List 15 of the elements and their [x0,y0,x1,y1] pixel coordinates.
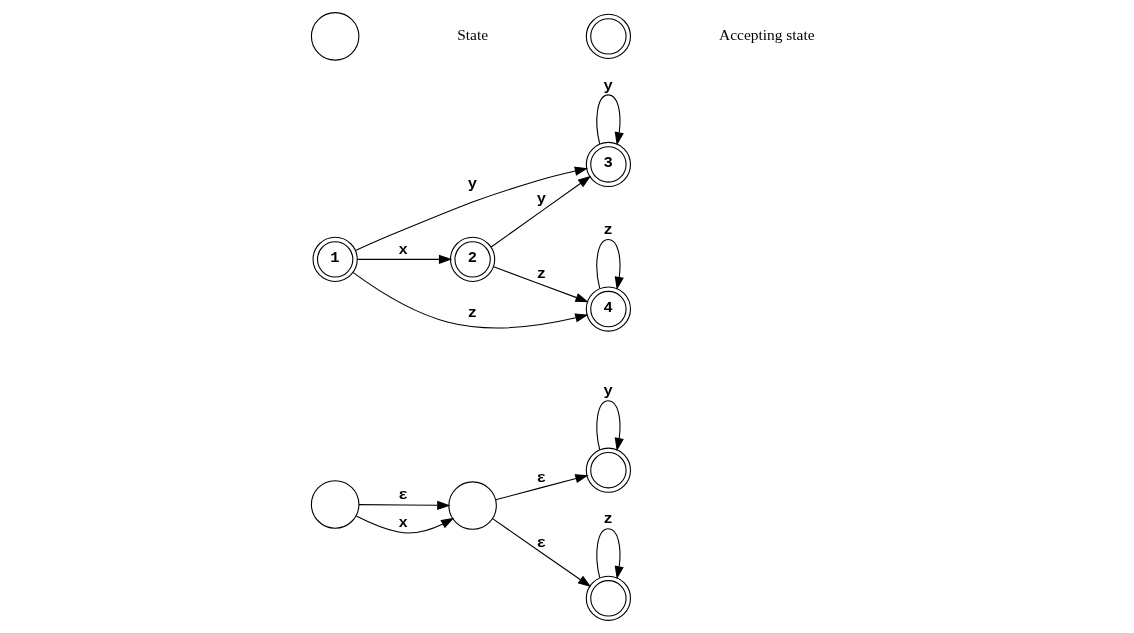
edge-label: y [603,382,613,401]
edge-label: z [603,510,613,529]
edge-label: ε [536,468,546,487]
edge-label: x [398,513,408,532]
legend-label: State [457,26,489,44]
edge-label: z [467,304,477,322]
legend-label: Accepting state [719,26,815,44]
edge-label: y [603,76,613,95]
edge-label: z [536,265,546,284]
edge-label: x [398,241,408,260]
edge-label: ε [536,533,546,552]
edge-label: y [536,190,546,209]
edge-label: ε [398,486,408,505]
edge-label: z [603,221,613,240]
edge-label: y [467,174,477,193]
